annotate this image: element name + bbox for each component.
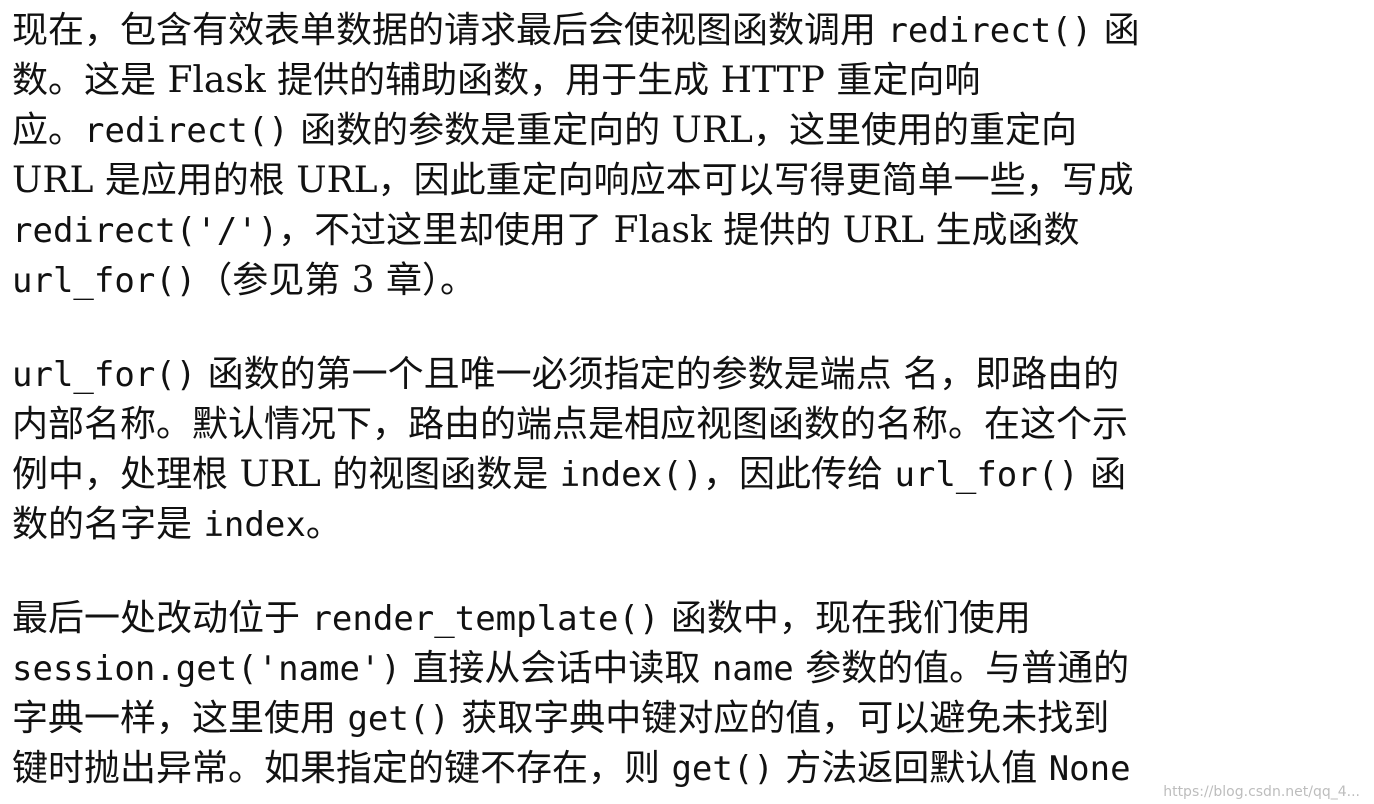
text-line: 字典一样，这里使用 get() 获取字典中键对应的值，可以避免未找到 — [12, 694, 1372, 744]
text-line: 数。这是 Flask 提供的辅助函数，用于生成 HTTP 重定向响 — [12, 56, 1372, 106]
text-run: 函数的第一个且唯一必须指定的参数是端点 名，即路由的 — [196, 354, 1120, 395]
watermark: https://blog.csdn.net/qq_4... — [1163, 784, 1360, 800]
text-line: URL 是应用的根 URL，因此重定向响应本可以写得更简单一些，写成 — [12, 156, 1372, 206]
text-line: session.get('name') 直接从会话中读取 name 参数的值。与… — [12, 644, 1372, 694]
code-run: url_for() — [12, 355, 197, 395]
paragraph-render-template: 最后一处改动位于 render_template() 函数中，现在我们使用 se… — [12, 594, 1372, 794]
text-run: ，因此传给 — [702, 454, 895, 495]
code-run: get() — [347, 699, 450, 739]
code-run: redirect() — [887, 11, 1093, 51]
text-line: 例中，处理根 URL 的视图函数是 index()，因此传给 url_for()… — [12, 450, 1372, 500]
text-run: 内部名称。默认情况下，路由的端点是相应视图函数的名称。在这个示 — [12, 404, 1129, 445]
text-run: 参数的值。与普通的 — [793, 648, 1130, 689]
code-run: redirect('/') — [12, 211, 279, 251]
text-run: 现在，包含有效表单数据的请求最后会使视图函数调用 — [12, 10, 888, 51]
text-line: 应。redirect() 函数的参数是重定向的 URL，这里使用的重定向 — [12, 106, 1372, 156]
code-run: session.get('name') — [12, 649, 401, 689]
text-run: 最后一处改动位于 — [12, 598, 312, 639]
text-run: 直接从会话中读取 — [400, 648, 712, 689]
text-run: （参见第 3 章）。 — [196, 260, 477, 301]
text-line: url_for()（参见第 3 章）。 — [12, 256, 1372, 306]
text-line: redirect('/')，不过这里却使用了 Flask 提供的 URL 生成函… — [12, 206, 1372, 256]
paragraph-redirect: 现在，包含有效表单数据的请求最后会使视图函数调用 redirect() 函 数。… — [12, 6, 1372, 306]
text-run: 获取字典中键对应的值，可以避免未找到 — [449, 698, 1110, 739]
code-run: url_for() — [894, 455, 1079, 495]
code-run: None — [1048, 749, 1131, 789]
text-run: 应。 — [12, 110, 85, 151]
text-line: 数的名字是 index。 — [12, 500, 1372, 550]
text-line: 最后一处改动位于 render_template() 函数中，现在我们使用 — [12, 594, 1372, 644]
document-body: 现在，包含有效表单数据的请求最后会使视图函数调用 redirect() 函 数。… — [12, 6, 1372, 794]
paragraph-gap — [12, 550, 1372, 594]
text-run: 函 — [1092, 10, 1140, 51]
text-run: 方法返回默认值 — [773, 748, 1049, 789]
text-line: 键时抛出异常。如果指定的键不存在，则 get() 方法返回默认值 None — [12, 744, 1372, 794]
text-run: URL 是应用的根 URL，因此重定向响应本可以写得更简单一些，写成 — [12, 160, 1134, 201]
text-run: 例中，处理根 URL 的视图函数是 — [12, 454, 560, 495]
code-run: url_for() — [12, 261, 197, 301]
text-run: 函数的参数是重定向的 URL，这里使用的重定向 — [288, 110, 1077, 151]
text-run: 字典一样，这里使用 — [12, 698, 348, 739]
text-run: ，不过这里却使用了 Flask 提供的 URL 生成函数 — [278, 210, 1080, 251]
paragraph-url-for: url_for() 函数的第一个且唯一必须指定的参数是端点 名，即路由的 内部名… — [12, 350, 1372, 550]
text-line: 现在，包含有效表单数据的请求最后会使视图函数调用 redirect() 函 — [12, 6, 1372, 56]
code-run: name — [711, 649, 794, 689]
code-run: render_template() — [311, 599, 660, 639]
paragraph-gap — [12, 306, 1372, 350]
text-line: url_for() 函数的第一个且唯一必须指定的参数是端点 名，即路由的 — [12, 350, 1372, 400]
text-line: 内部名称。默认情况下，路由的端点是相应视图函数的名称。在这个示 — [12, 400, 1372, 450]
text-run: 键时抛出异常。如果指定的键不存在，则 — [12, 748, 672, 789]
text-run: 函 — [1078, 454, 1127, 495]
code-run: index — [203, 505, 306, 545]
text-run: 数。这是 Flask 提供的辅助函数，用于生成 HTTP 重定向响 — [12, 60, 981, 101]
text-run: 。 — [305, 504, 342, 545]
code-run: redirect() — [84, 111, 289, 151]
text-run: 数的名字是 — [12, 504, 204, 545]
text-run: 函数中，现在我们使用 — [659, 598, 1031, 639]
code-run: index() — [559, 455, 703, 495]
code-run: get() — [671, 749, 774, 789]
